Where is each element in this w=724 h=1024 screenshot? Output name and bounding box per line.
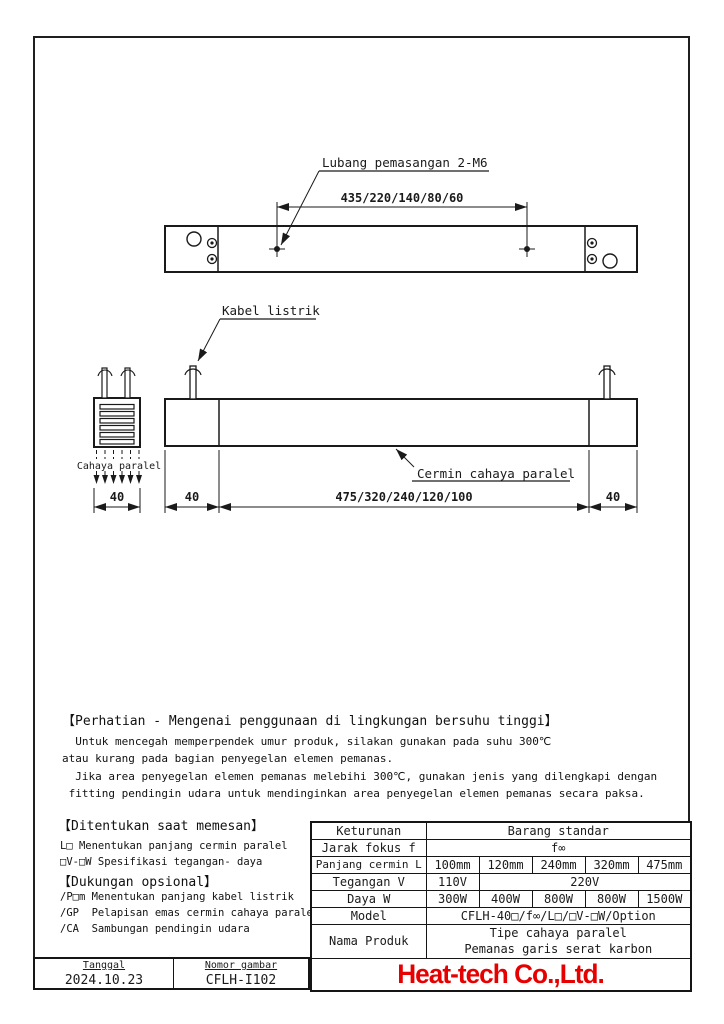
table-row: Model CFLH-40□/f∞/L□/□V-□W/Option	[310, 906, 692, 925]
table-row: Keturunan Barang standar	[310, 821, 692, 840]
left-end-dimension: 40	[185, 490, 199, 504]
company-logo-cell: Heat-tech Co.,Ltd.	[310, 957, 692, 992]
mirror-length-value: 475mm	[637, 855, 692, 874]
table-row: Jarak fokus f f∞	[310, 838, 692, 857]
parallel-light-label: Cahaya paralel	[77, 461, 161, 472]
model-label: Model	[310, 906, 427, 925]
notice-title: 【Perhatian - Mengenai penggunaan di ling…	[62, 714, 558, 729]
light-label-backing	[76, 459, 164, 471]
voltage-label: Tegangan V	[310, 872, 427, 891]
mounting-hole-label: Lubang pemasangan 2-M6	[322, 155, 488, 170]
side-view-body	[164, 398, 638, 447]
ordering-title: 【Ditentukan saat memesan】	[58, 819, 265, 834]
power-value: 800W	[584, 889, 639, 908]
model-value: CFLH-40□/f∞/L□/□V-□W/Option	[425, 906, 692, 925]
mirror-length-value: 120mm	[478, 855, 533, 874]
title-block: Tanggal 2024.10.23 Nomor gambar CFLH-I10…	[33, 957, 310, 990]
table-row: Tegangan V 110V 220V	[310, 872, 692, 891]
optional-title: 【Dukungan opsional】	[58, 875, 218, 890]
end-view-dimension	[93, 488, 141, 513]
voltage-110: 110V	[425, 872, 480, 891]
company-logo: Heat-tech Co.,Ltd.	[397, 958, 606, 989]
ordering-item: L□ Menentukan panjang cermin paralel	[60, 840, 288, 852]
spec-table: Keturunan Barang standar Jarak fokus f f…	[310, 821, 692, 992]
table-row: Nama Produk Tipe cahaya paralel Pemanas …	[310, 923, 692, 959]
end-view-width-dimension: 40	[110, 490, 124, 504]
optional-item: /GP Pelapisan emas cermin cahaya paralel	[60, 907, 320, 919]
end-view-pins	[97, 367, 136, 399]
side-view	[164, 318, 638, 513]
table-row: Heat-tech Co.,Ltd.	[310, 957, 692, 992]
product-name-value: Tipe cahaya paralel Pemanas garis serat …	[425, 923, 692, 959]
date-value: 2024.10.23	[64, 973, 144, 988]
mirror-length-value: 320mm	[584, 855, 639, 874]
side-view-dimensions	[164, 450, 638, 513]
ordering-item: □V-□W Spesifikasi tegangan- daya	[60, 856, 263, 868]
cable-label: Kabel listrik	[222, 303, 320, 318]
heater-slats	[99, 403, 135, 445]
hole-label-leader	[280, 170, 320, 246]
optional-item: /P□m Menentukan panjang kabel listrik	[60, 891, 294, 903]
right-end-hole	[602, 253, 618, 269]
product-name-line1: Tipe cahaya paralel	[489, 926, 627, 940]
mirror-label-leader	[395, 448, 415, 468]
date-label: Tanggal	[82, 960, 126, 971]
voltage-220: 220V	[478, 872, 692, 891]
end-view	[76, 367, 164, 513]
notice-line: atau kurang pada bagian penyegelan eleme…	[62, 752, 394, 765]
drawing-number-label: Nomor gambar	[204, 960, 278, 971]
cable-label-leader	[197, 318, 221, 362]
optional-item: /CA Sambungan pendingin udara	[60, 923, 250, 935]
cable-pin-left	[184, 365, 202, 400]
focus-value: f∞	[425, 838, 692, 857]
power-value: 800W	[531, 889, 586, 908]
table-row: Daya W 300W 400W 800W 800W 1500W	[310, 889, 692, 908]
table-row: Panjang cermin L 100mm 120mm 240mm 320mm…	[310, 855, 692, 874]
mirror-length-value: 240mm	[531, 855, 586, 874]
power-value: 1500W	[637, 889, 692, 908]
left-end-hole	[186, 231, 202, 247]
product-name-line2: Pemanas garis serat karbon	[464, 942, 653, 956]
right-end-dimension: 40	[606, 490, 620, 504]
power-label: Daya W	[310, 889, 427, 908]
cable-pin-right	[598, 365, 616, 400]
notice-line: fitting pendingin udara untuk mendingink…	[62, 787, 645, 800]
lineage-label: Keturunan	[310, 821, 427, 840]
mirror-length-dimension: 475/320/240/120/100	[335, 490, 472, 504]
product-name-label: Nama Produk	[310, 923, 427, 959]
pitch-dimension-text: 435/220/140/80/60	[341, 191, 464, 205]
notice-line: Untuk mencegah memperpendek umur produk,…	[62, 735, 552, 748]
mirror-label: Cermin cahaya paralel	[417, 466, 575, 481]
power-value: 300W	[425, 889, 480, 908]
focus-label: Jarak fokus f	[310, 838, 427, 857]
mirror-length-value: 100mm	[425, 855, 480, 874]
notice-line: Jika area penyegelan elemen pemanas mele…	[62, 770, 658, 783]
date-column: Tanggal 2024.10.23	[35, 959, 174, 988]
drawing-number-value: CFLH-I102	[205, 973, 277, 988]
power-value: 400W	[478, 889, 533, 908]
mirror-length-label: Panjang cermin L	[310, 855, 427, 874]
top-view	[164, 170, 638, 273]
drawing-number-column: Nomor gambar CFLH-I102	[174, 959, 308, 988]
lineage-value: Barang standar	[425, 821, 692, 840]
top-view-body	[164, 225, 638, 273]
terminal-screws	[206, 237, 598, 265]
